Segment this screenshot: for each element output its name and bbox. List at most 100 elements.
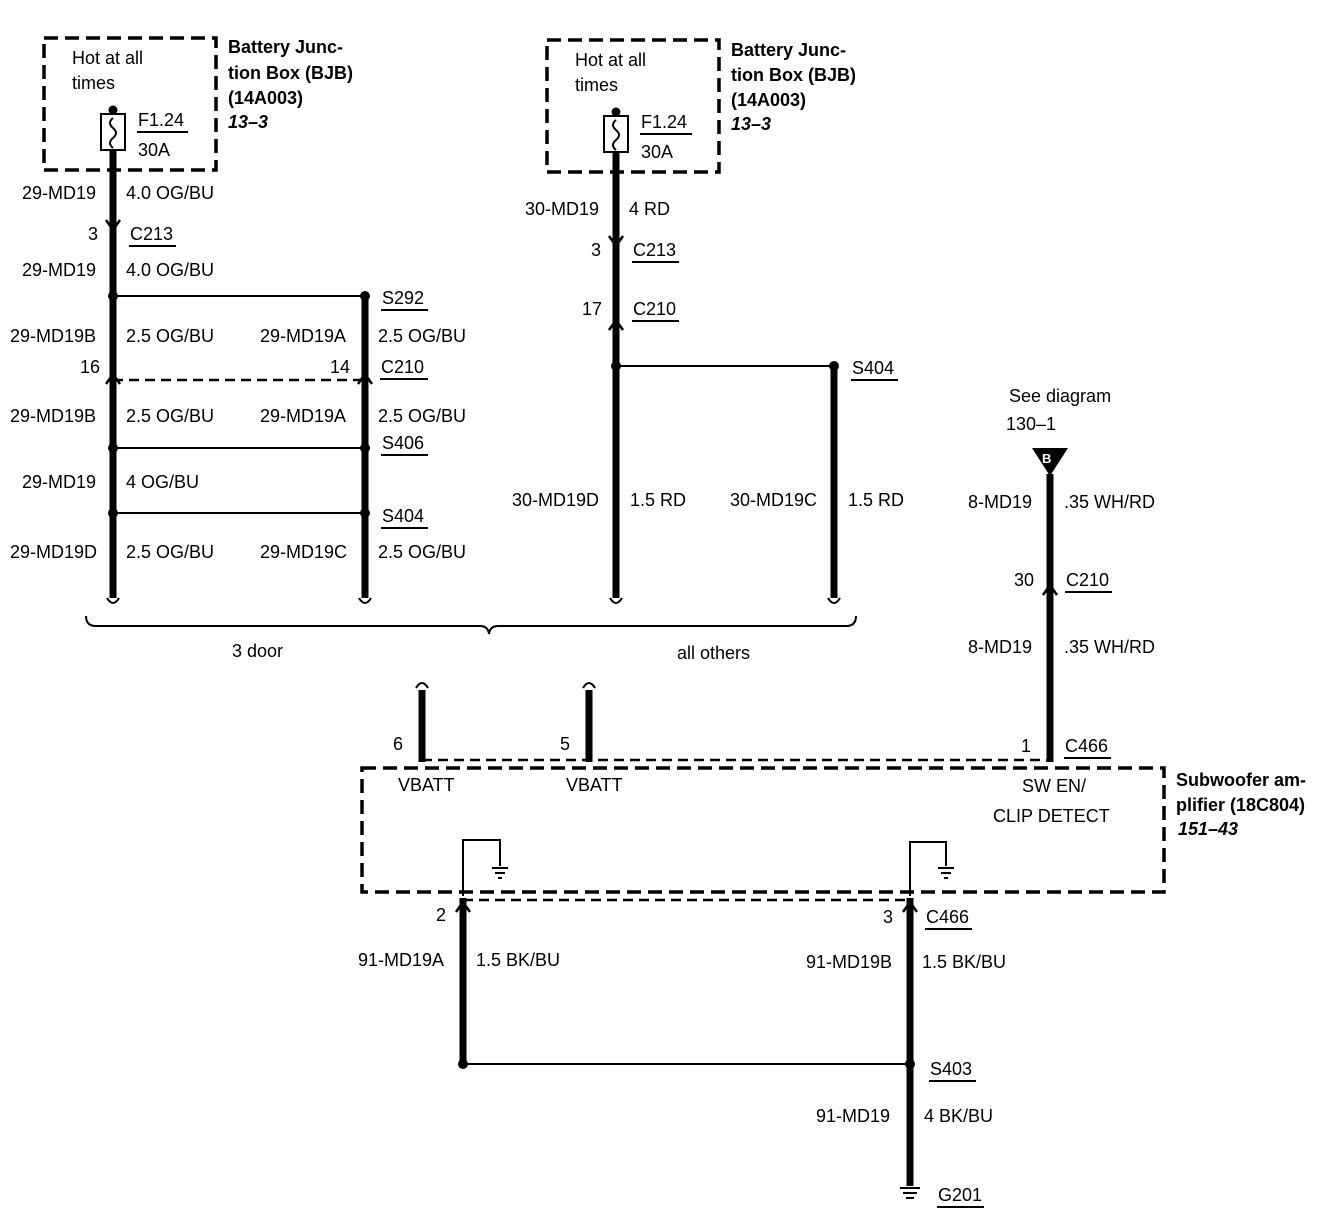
- wire-id: 8-MD19: [968, 492, 1032, 512]
- bjb-part-number: (14A003): [228, 88, 303, 108]
- clip-detect-label: CLIP DETECT: [993, 806, 1110, 826]
- wire-id: 29-MD19: [22, 183, 96, 203]
- connector-c210: C210: [633, 299, 676, 319]
- bjb-part-number: (14A003): [731, 90, 806, 110]
- wire-spec: 1.5 RD: [848, 490, 904, 510]
- wire-id: 91-MD19B: [806, 952, 892, 972]
- sw-en-label: SW EN/: [1022, 776, 1086, 796]
- wire-id: 29-MD19: [22, 472, 96, 492]
- wire-spec: 2.5 OG/BU: [126, 542, 214, 562]
- connector-c210: C210: [381, 357, 424, 377]
- pin-5: 5: [560, 734, 570, 754]
- bjb-right: Hot at all times Battery Junc- tion Box …: [545, 38, 856, 174]
- wire-id: 29-MD19D: [10, 542, 97, 562]
- connector-c213: C213: [633, 240, 676, 260]
- wire-spec: 1.5 RD: [630, 490, 686, 510]
- fuse-icon: [603, 115, 629, 153]
- wire-id: 8-MD19: [968, 637, 1032, 657]
- fuse-label: F1.24: [138, 110, 184, 130]
- wire-spec: 4 BK/BU: [924, 1106, 993, 1126]
- wire-spec: 4.0 OG/BU: [126, 260, 214, 280]
- sw-enable-circuit: See diagram 130–1 B 8-MD19 .35 WH/RD 30 …: [968, 386, 1155, 762]
- connector-pin: 30: [1014, 570, 1034, 590]
- connector-pin: 16: [80, 357, 100, 377]
- fuse-icon: [100, 113, 126, 151]
- wire-id: 29-MD19A: [260, 406, 346, 426]
- vbatt-label: VBATT: [398, 775, 455, 795]
- amplifier-page-ref: 151–43: [1178, 819, 1238, 839]
- connector-c213: C213: [130, 224, 173, 244]
- pin-6: 6: [393, 734, 403, 754]
- wire-spec: 2.5 OG/BU: [126, 326, 214, 346]
- wire-spec: 4.0 OG/BU: [126, 183, 214, 203]
- wire-spec: 2.5 OG/BU: [378, 542, 466, 562]
- connector-b-letter: B: [1042, 451, 1051, 466]
- bjb-left: Hot at all times Battery Junc- tion Box …: [42, 36, 353, 172]
- connector-pin: 3: [88, 224, 98, 244]
- connector-pin: 14: [330, 357, 350, 377]
- hot-at-all-times-label-2: times: [575, 75, 618, 95]
- amplifier-name-2: plifier (18C804): [1176, 795, 1305, 815]
- wire-spec: .35 WH/RD: [1064, 637, 1155, 657]
- wire-id: 91-MD19A: [358, 950, 444, 970]
- variant-brace: 3 door all others: [85, 615, 857, 663]
- bjb-name-2: tion Box (BJB): [228, 63, 353, 83]
- bjb-page-ref: 13–3: [228, 112, 268, 132]
- connector-c210: C210: [1066, 570, 1109, 590]
- amplifier-name: Subwoofer am-: [1176, 770, 1306, 790]
- wire-spec: 1.5 BK/BU: [922, 952, 1006, 972]
- splice-s292: S292: [382, 288, 424, 308]
- left-circuit: 29-MD19 4.0 OG/BU 3 C213 29-MD19 4.0 OG/…: [10, 150, 466, 604]
- bjb-page-ref: 13–3: [731, 114, 771, 134]
- wire-id: 29-MD19: [22, 260, 96, 280]
- wire-spec: 2.5 OG/BU: [126, 406, 214, 426]
- pin-3: 3: [883, 907, 893, 927]
- vbatt-label: VBATT: [566, 775, 623, 795]
- connector-c466: C466: [926, 907, 969, 927]
- splice-s404: S404: [382, 506, 424, 526]
- connector-pin: 3: [591, 240, 601, 260]
- see-diagram-label: See diagram: [1009, 386, 1111, 406]
- wire-id: 30-MD19C: [730, 490, 817, 510]
- wire-spec: 2.5 OG/BU: [378, 406, 466, 426]
- wire-id: 29-MD19C: [260, 542, 347, 562]
- wire-id: 29-MD19B: [10, 406, 96, 426]
- internal-ground-icon: [462, 839, 508, 896]
- wire-spec: 4 RD: [629, 199, 670, 219]
- pin-1: 1: [1021, 736, 1031, 756]
- pin-2: 2: [436, 905, 446, 925]
- wire-id: 30-MD19: [525, 199, 599, 219]
- bjb-name: Battery Junc-: [228, 37, 343, 57]
- see-diagram-ref: 130–1: [1006, 414, 1056, 434]
- ground-circuit: 2 3 C466 91-MD19A 1.5 BK/BU 91-MD19B 1.5…: [358, 898, 1006, 1208]
- wire-spec: .35 WH/RD: [1064, 492, 1155, 512]
- fuse-amps: 30A: [138, 140, 170, 160]
- subwoofer-amplifier: VBATT VBATT SW EN/ CLIP DETECT Subwoofer…: [360, 758, 1306, 896]
- wire-id: 29-MD19B: [10, 326, 96, 346]
- wire-spec: 4 OG/BU: [126, 472, 199, 492]
- wire-id: 29-MD19A: [260, 326, 346, 346]
- variant-all-others: all others: [677, 643, 750, 663]
- internal-ground-icon: [909, 841, 954, 896]
- connector-c466: C466: [1065, 736, 1108, 756]
- wire-id: 30-MD19D: [512, 490, 599, 510]
- connector-b-icon: [1032, 448, 1068, 476]
- hot-at-all-times-label-2: times: [72, 73, 115, 93]
- vbatt-inputs: 6 5: [393, 682, 596, 762]
- right-circuit: 30-MD19 4 RD 3 C213 17 C210 S404 30-MD19…: [512, 152, 904, 604]
- wire-spec: 2.5 OG/BU: [378, 326, 466, 346]
- fuse-amps: 30A: [641, 142, 673, 162]
- connector-pin: 17: [582, 299, 602, 319]
- splice-s404: S404: [852, 358, 894, 378]
- wire-id: 91-MD19: [816, 1106, 890, 1126]
- hot-at-all-times-label: Hot at all: [72, 48, 143, 68]
- ground-g201: G201: [938, 1185, 982, 1205]
- wire-spec: 1.5 BK/BU: [476, 950, 560, 970]
- bjb-name: Battery Junc-: [731, 40, 846, 60]
- splice-s403: S403: [930, 1059, 972, 1079]
- splice-s406: S406: [382, 433, 424, 453]
- ground-icon: [900, 1187, 920, 1199]
- bjb-name-2: tion Box (BJB): [731, 65, 856, 85]
